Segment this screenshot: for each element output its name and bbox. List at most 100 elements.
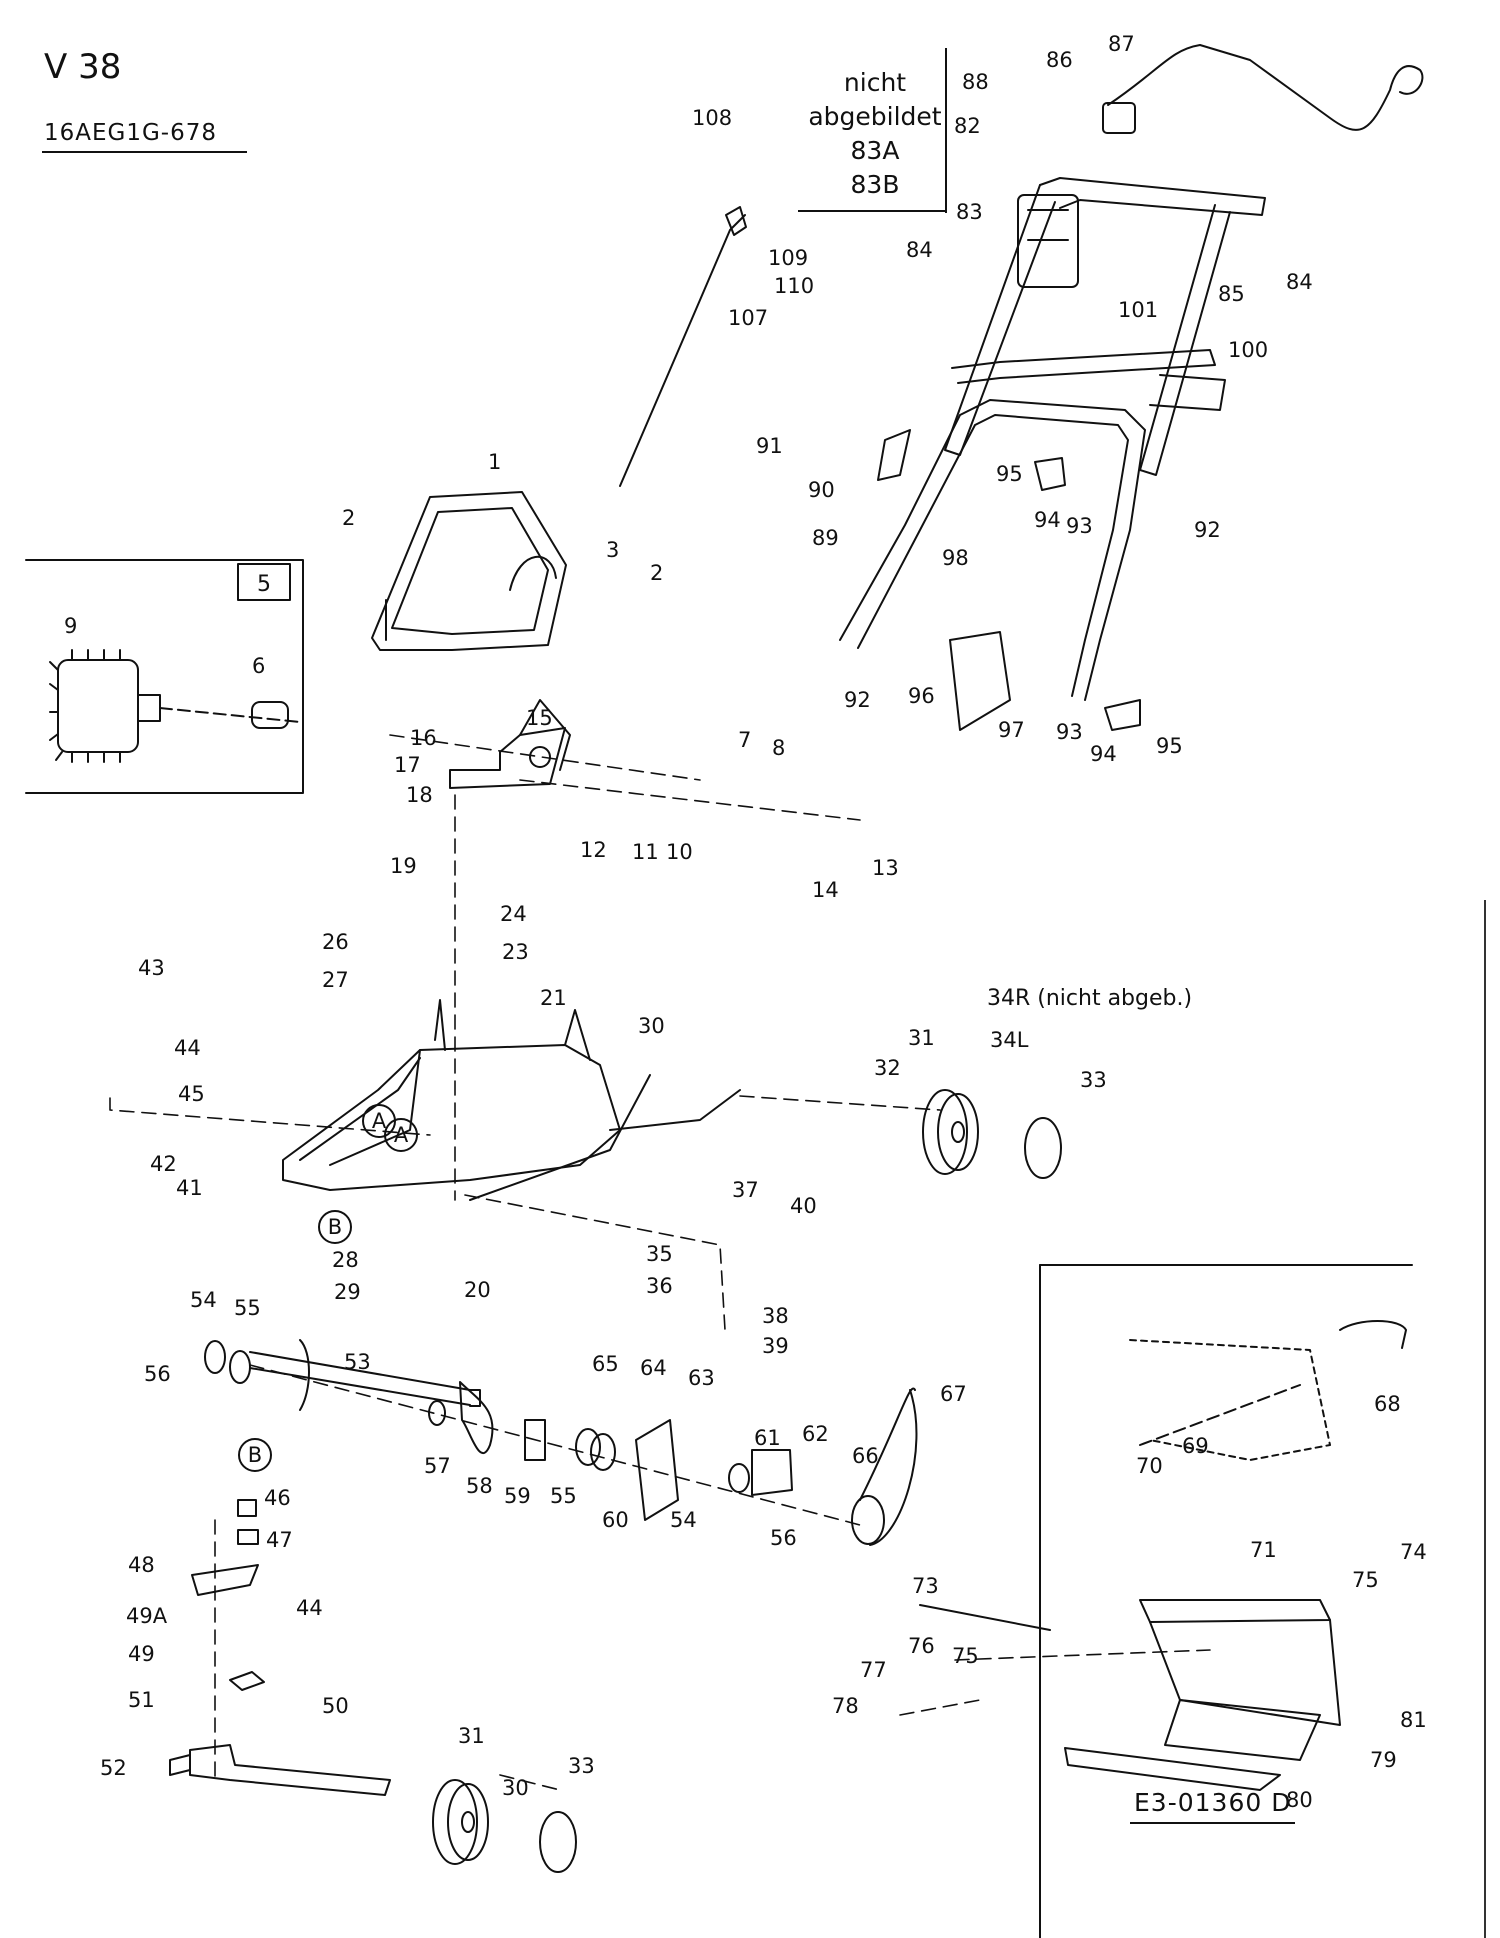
cable-icon <box>619 206 747 487</box>
part-callout-65: 65 <box>592 1352 619 1376</box>
note-line1: nicht <box>843 68 907 97</box>
part-callout-50: 50 <box>322 1694 349 1718</box>
part-callout-62: 62 <box>802 1422 829 1446</box>
part-callout-29: 29 <box>334 1280 361 1304</box>
part-callout-109: 109 <box>768 246 809 270</box>
part-callout-30: 30 <box>638 1014 665 1038</box>
part-callout-11: 11 <box>632 840 659 864</box>
part-callout-94: 94 <box>1090 742 1117 766</box>
part-callout-40: 40 <box>790 1194 817 1218</box>
lever-icon <box>1102 44 1424 134</box>
part-callout-13: 13 <box>872 856 899 880</box>
part-callout-33: 33 <box>568 1754 595 1778</box>
part-callout-93: 93 <box>1056 720 1083 744</box>
part-callout-44: 44 <box>296 1596 323 1620</box>
part-callout-3: 3 <box>606 538 620 562</box>
part-callout-55: 55 <box>550 1484 577 1508</box>
part-callout-35: 35 <box>646 1242 673 1266</box>
part-callout-56: 56 <box>144 1362 171 1386</box>
part-callout-89: 89 <box>812 526 839 550</box>
blade-icon <box>299 1339 494 1455</box>
part-callout-7: 7 <box>738 728 752 752</box>
part-callout-8: 8 <box>772 736 786 760</box>
motor-cover-icon <box>371 491 567 651</box>
part-callout-66: 66 <box>852 1444 879 1468</box>
part-callout-94: 94 <box>1034 508 1061 532</box>
part-callout-41: 41 <box>176 1176 203 1200</box>
part-callout-75: 75 <box>1352 1568 1379 1592</box>
part-callout-58: 58 <box>466 1474 493 1498</box>
part-callout-19: 19 <box>390 854 417 878</box>
part-callout-63: 63 <box>688 1366 715 1390</box>
part-callout-97: 97 <box>998 718 1025 742</box>
flap-rod-icon <box>919 1604 1051 1631</box>
part-callout-74: 74 <box>1400 1540 1427 1564</box>
part-callout-92: 92 <box>844 688 871 712</box>
part-callout-32: 32 <box>874 1056 901 1080</box>
part-callout-49a: 49A <box>126 1604 168 1628</box>
note-item2: 83B <box>850 170 900 199</box>
front-hubcap-icon <box>539 1811 577 1873</box>
part-callout-95: 95 <box>996 462 1023 486</box>
part-callout-91: 91 <box>756 434 783 458</box>
axle-icon <box>169 1744 391 1796</box>
part-callout-82: 82 <box>954 114 981 138</box>
part-callout-21: 21 <box>540 986 567 1010</box>
part-callout-101: 101 <box>1118 298 1159 322</box>
part-callout-9: 9 <box>64 614 78 638</box>
note-item1: 83A <box>850 136 900 165</box>
part-callout-83: 83 <box>956 200 983 224</box>
note-divider-vertical <box>945 48 947 213</box>
clamp-icon <box>877 429 1141 731</box>
grass-bag-inset <box>1039 1264 1413 1938</box>
part-callout-55: 55 <box>234 1296 261 1320</box>
part-callout-28: 28 <box>332 1248 359 1272</box>
part-callout-17: 17 <box>394 753 421 777</box>
part-callout-52: 52 <box>100 1756 127 1780</box>
part-callout-51: 51 <box>128 1688 155 1712</box>
part-callout-64: 64 <box>640 1356 667 1380</box>
part-callout-48: 48 <box>128 1553 155 1577</box>
part-callout-23: 23 <box>502 940 529 964</box>
part-callout-30: 30 <box>502 1776 529 1800</box>
mounting-bracket-icon <box>449 699 571 789</box>
roller-shaft-icon <box>249 1351 481 1407</box>
part-callout-108: 108 <box>692 106 733 130</box>
deck-housing-icon <box>282 999 741 1201</box>
part-callout-96: 96 <box>908 684 935 708</box>
sleeve-icon <box>524 1419 546 1461</box>
part-callout-80: 80 <box>1286 1788 1313 1812</box>
capacitor-icon <box>251 701 289 729</box>
note-divider-horizontal <box>798 210 947 212</box>
height-adjuster-icon <box>191 1499 265 1691</box>
pulley-icon <box>851 1387 918 1546</box>
part-callout-85: 85 <box>1218 282 1245 306</box>
part-callout-42: 42 <box>150 1152 177 1176</box>
part-callout-107: 107 <box>728 306 769 330</box>
part-callout-43: 43 <box>138 956 165 980</box>
part-callout-53: 53 <box>344 1350 371 1374</box>
part-callout-26: 26 <box>322 930 349 954</box>
part-callout-61: 61 <box>754 1426 781 1450</box>
page-edge-line <box>1484 900 1486 1938</box>
part-callout-77: 77 <box>860 1658 887 1682</box>
part-callout-a: A <box>362 1104 396 1138</box>
part-callout-79: 79 <box>1370 1748 1397 1772</box>
part-callout-39: 39 <box>762 1334 789 1358</box>
rear-hubcap-icon <box>1024 1117 1062 1179</box>
part-callout-57: 57 <box>424 1454 451 1478</box>
bearing-icon <box>204 1340 750 1493</box>
part-callout-95: 95 <box>1156 734 1183 758</box>
part-code: 16AEG1G-678 <box>44 120 218 146</box>
part-callout-24: 24 <box>500 902 527 926</box>
part-callout-34l: 34L <box>990 1028 1029 1052</box>
part-callout-84: 84 <box>906 238 933 262</box>
part-callout-1: 1 <box>488 450 502 474</box>
part-callout-93: 93 <box>1066 514 1093 538</box>
part-callout-69: 69 <box>1182 1434 1209 1458</box>
part-callout-44: 44 <box>174 1036 201 1060</box>
part-callout-6: 6 <box>252 654 266 678</box>
part-callout-b: B <box>318 1210 352 1244</box>
